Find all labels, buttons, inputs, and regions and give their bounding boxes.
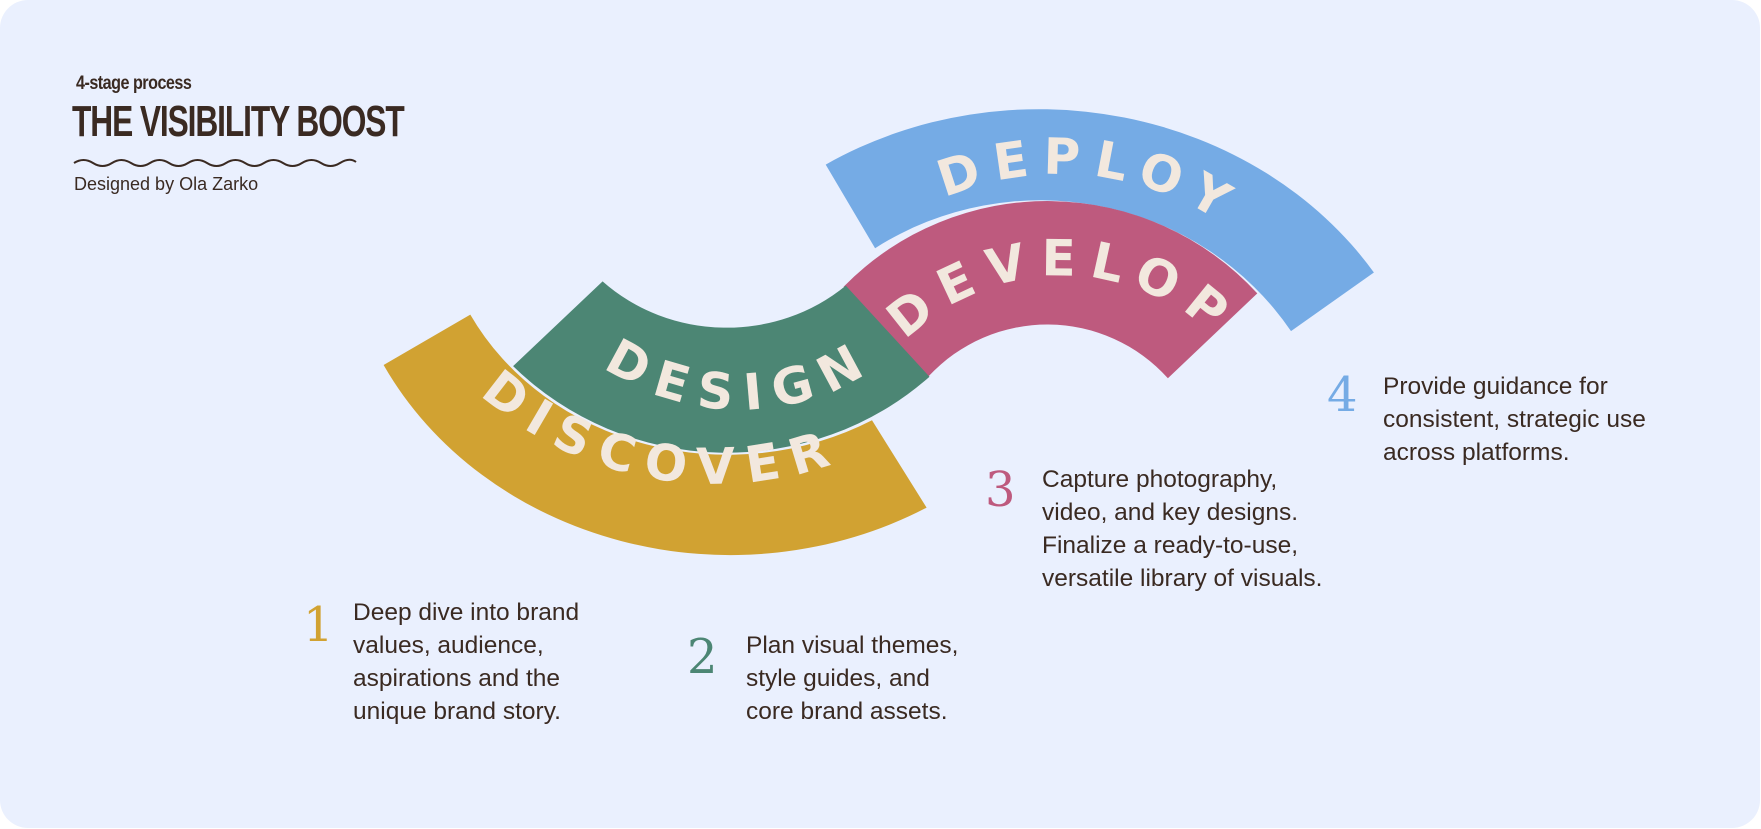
step-description-2: Plan visual themes, style guides, and co… — [746, 632, 959, 725]
wavy-divider — [73, 158, 357, 167]
byline: Designed by Ola Zarko — [74, 174, 259, 194]
arc-develop — [843, 201, 1258, 379]
step-description-3: Capture photography, video, and key desi… — [1042, 466, 1323, 592]
arc-design — [513, 281, 930, 453]
step-number-1: 1 — [303, 597, 334, 653]
step-description-4: Provide guidance for consistent, strateg… — [1383, 373, 1646, 466]
eyebrow: 4-stage process — [76, 73, 192, 94]
step-number-4: 4 — [1327, 367, 1358, 423]
step-number-2: 2 — [687, 629, 718, 685]
step-number-3: 3 — [985, 462, 1016, 518]
arc-deploy — [825, 109, 1374, 332]
page-title: THE VISIBILITY BOOST — [72, 97, 405, 146]
step-description-1: Deep dive into brand values, audience, a… — [353, 599, 580, 725]
arc-discover — [383, 314, 927, 556]
